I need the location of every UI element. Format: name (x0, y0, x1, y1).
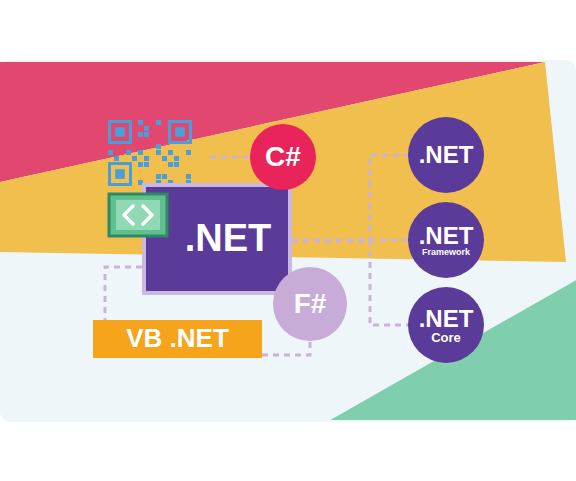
qr-module (144, 162, 149, 167)
qr-finder-dot (175, 127, 185, 137)
qr-module (144, 132, 149, 137)
qr-module (168, 162, 173, 167)
language-circle: .NETFramework (408, 202, 484, 278)
dashed-connector (262, 341, 310, 355)
node-sublabel: Framework (422, 248, 470, 257)
qr-code (108, 120, 191, 191)
node-label: .NET (419, 306, 474, 331)
node-sublabel: Core (431, 331, 461, 345)
language-box: VB .NET (93, 320, 262, 358)
qr-module (138, 120, 143, 125)
qr-module (144, 126, 149, 131)
qr-module (156, 120, 161, 125)
circle-fill (408, 202, 484, 278)
qr-finder-dot (115, 169, 125, 179)
language-circle: C# (250, 124, 316, 190)
qr-module (156, 150, 161, 155)
language-circle: .NETCore (408, 287, 484, 363)
node-label: C# (265, 142, 301, 171)
qr-module (138, 132, 143, 137)
dashed-connector (105, 267, 142, 320)
qr-module (132, 156, 137, 161)
node-label: VB .NET (126, 325, 229, 352)
qr-module (144, 156, 149, 161)
qr-module (174, 162, 179, 167)
qr-finder (110, 164, 131, 185)
node-label: .NET (419, 142, 474, 167)
dashed-leader (210, 156, 252, 159)
qr-module (108, 150, 113, 155)
qr-module (168, 150, 173, 155)
qr-module (156, 174, 161, 179)
qr-finder (110, 122, 131, 143)
panel (0, 60, 576, 422)
qr-module (186, 174, 191, 179)
circle-fill (408, 287, 484, 363)
node-label: .NET (419, 223, 474, 248)
qr-module (162, 174, 167, 179)
language-box: .NET (142, 183, 292, 295)
language-circle: F# (273, 267, 347, 341)
circle-fill (273, 267, 347, 341)
qr-module (138, 162, 143, 167)
qr-module (156, 144, 161, 149)
qr-finder-dot (115, 127, 125, 137)
qr-module (162, 156, 167, 161)
node-label: F# (294, 289, 327, 318)
language-circle: .NET (408, 117, 484, 193)
qr-module (138, 150, 143, 155)
circle-fill (250, 124, 316, 190)
circle-fill (408, 117, 484, 193)
qr-finder (170, 122, 191, 143)
qr-module (174, 156, 179, 161)
qr-module (186, 150, 191, 155)
qr-module (114, 156, 119, 161)
node-label: .NET (185, 219, 272, 259)
qr-module (126, 150, 131, 155)
